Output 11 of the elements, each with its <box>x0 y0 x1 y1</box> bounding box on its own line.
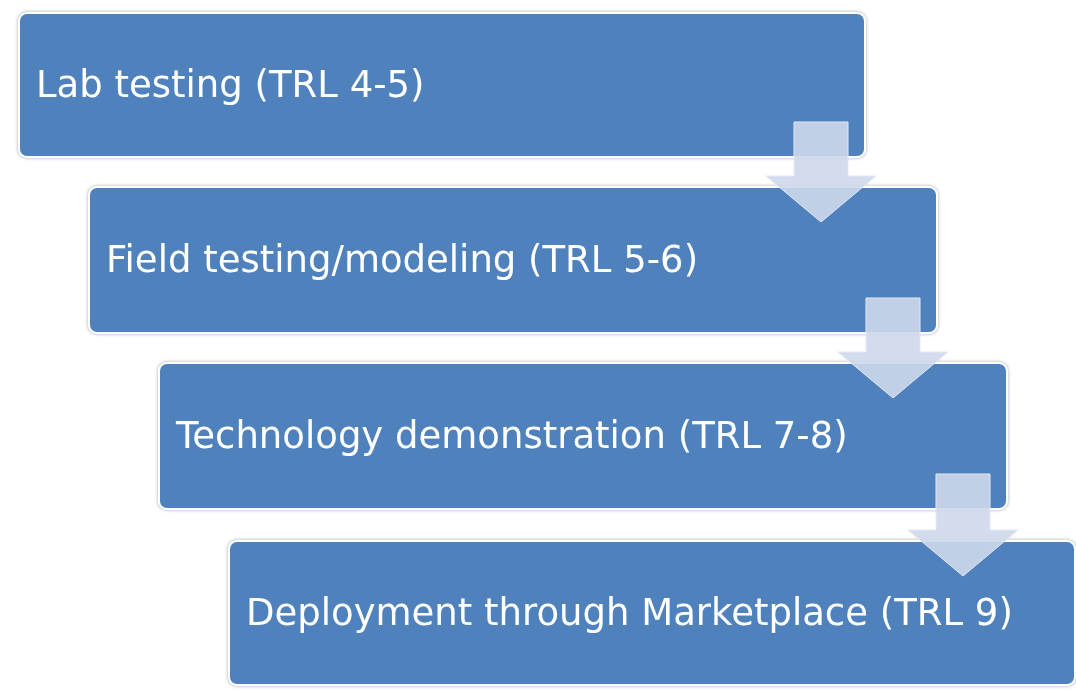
step-label: Field testing/modeling (TRL 5-6) <box>106 237 699 283</box>
process-box <box>228 540 1076 686</box>
step-label: Lab testing (TRL 4-5) <box>36 62 425 108</box>
process-box <box>88 186 938 334</box>
down-arrow <box>837 297 949 399</box>
down-arrow <box>765 121 877 223</box>
down-arrow <box>907 473 1019 577</box>
step-label: Technology demonstration (TRL 7-8) <box>176 413 848 459</box>
step-label: Deployment through Marketplace (TRL 9) <box>246 590 1013 636</box>
process-box <box>18 12 866 158</box>
process-box <box>158 362 1008 510</box>
